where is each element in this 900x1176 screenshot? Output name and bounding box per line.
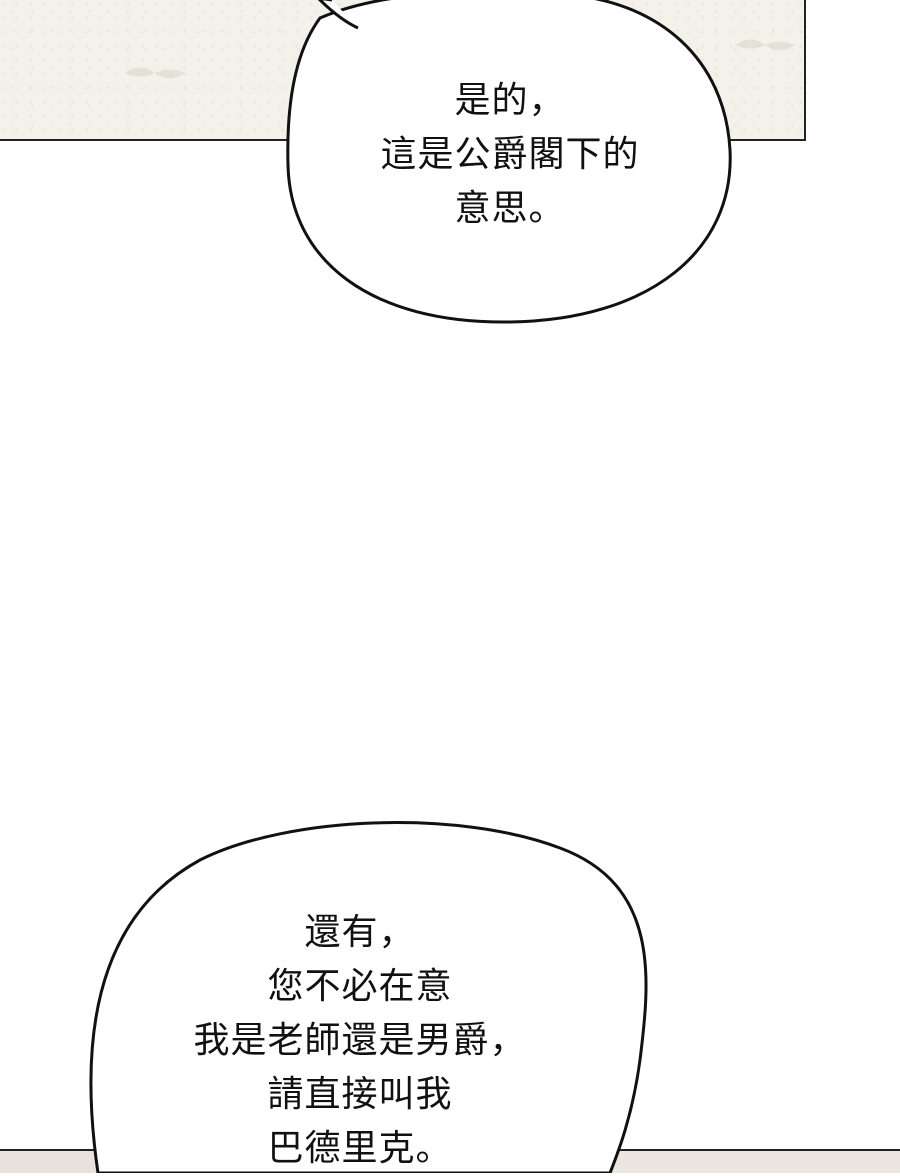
bubble-line: 是的， xyxy=(454,80,566,121)
bubble-line: 這是公爵閣下的 xyxy=(380,134,640,175)
speech-bubble-1-text: 是的， 這是公爵閣下的 意思。 xyxy=(330,74,690,236)
bubble-line: 還有， xyxy=(304,912,416,953)
speech-bubble-2 xyxy=(89,821,648,1173)
bubble-line: 您不必在意 xyxy=(267,966,453,1007)
speech-bubble-2-text: 還有， 您不必在意 我是老師還是男爵， 請直接叫我 巴德里克。 xyxy=(150,906,570,1176)
speech-bubble-1 xyxy=(286,0,732,324)
bubble-line: 請直接叫我 xyxy=(267,1074,453,1115)
bottom-right-panel xyxy=(598,1149,900,1173)
bubble-line: 巴德里克。 xyxy=(267,1128,453,1169)
bubble-line: 我是老師還是男爵， xyxy=(193,1020,527,1061)
leaf-pattern-icon xyxy=(125,67,185,79)
speech-bubble-1-tail xyxy=(317,0,359,30)
leaf-pattern-icon xyxy=(735,39,795,51)
bubble-line: 意思。 xyxy=(454,188,566,229)
